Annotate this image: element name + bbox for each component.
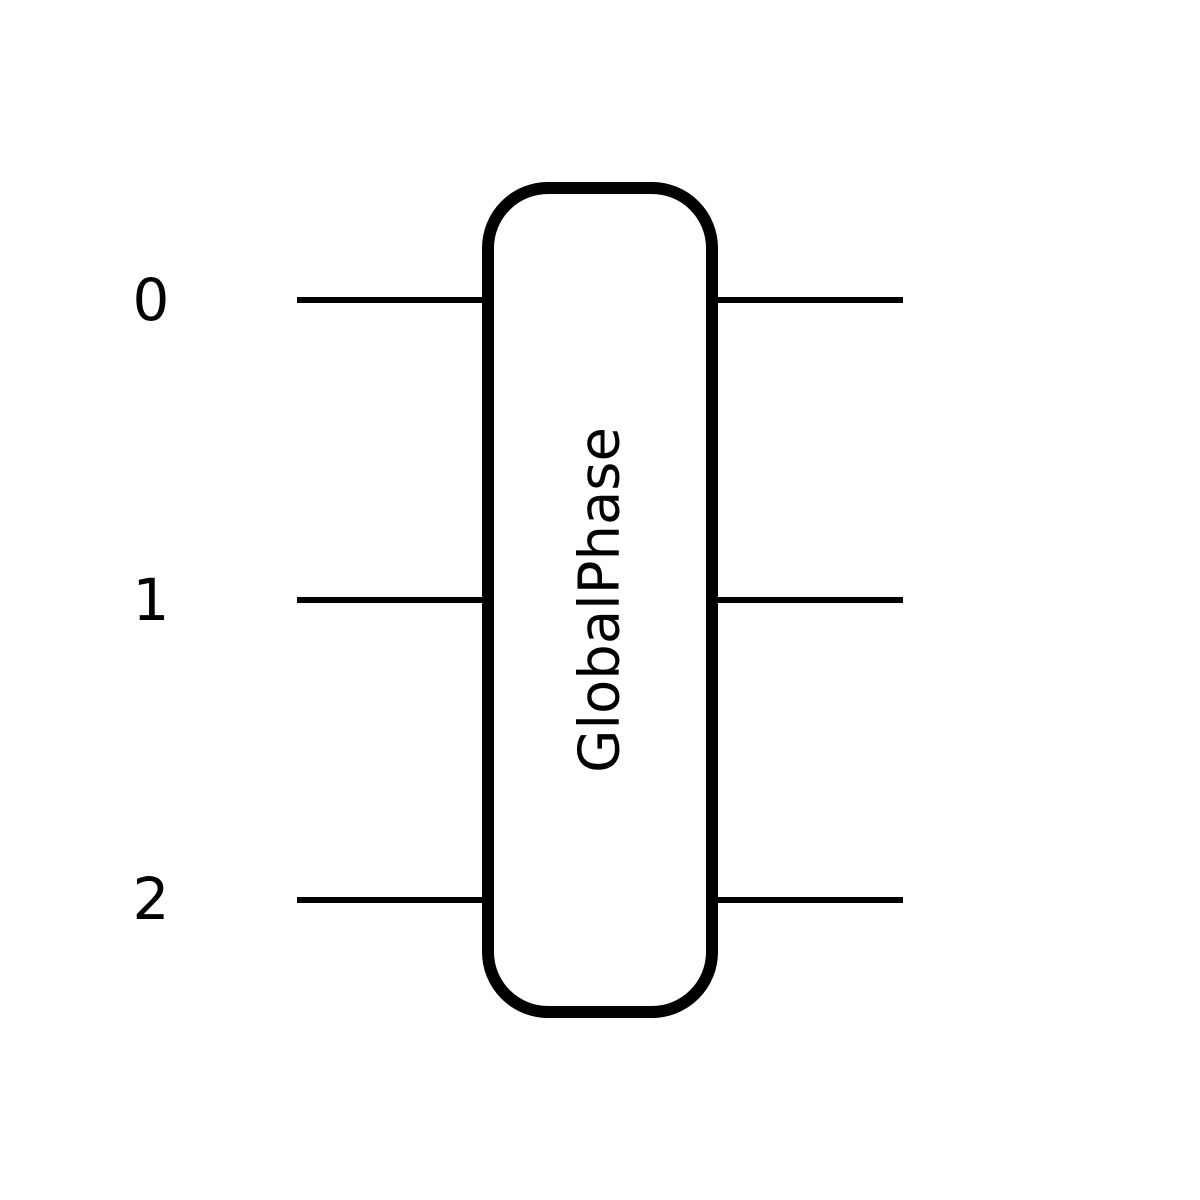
global-phase-gate: [482, 182, 718, 1018]
wire-label-1: 1: [133, 566, 170, 634]
wire-label-2: 2: [133, 865, 170, 933]
gate-label: GlobalPhase: [568, 427, 633, 773]
wire-label-0: 0: [133, 266, 170, 334]
